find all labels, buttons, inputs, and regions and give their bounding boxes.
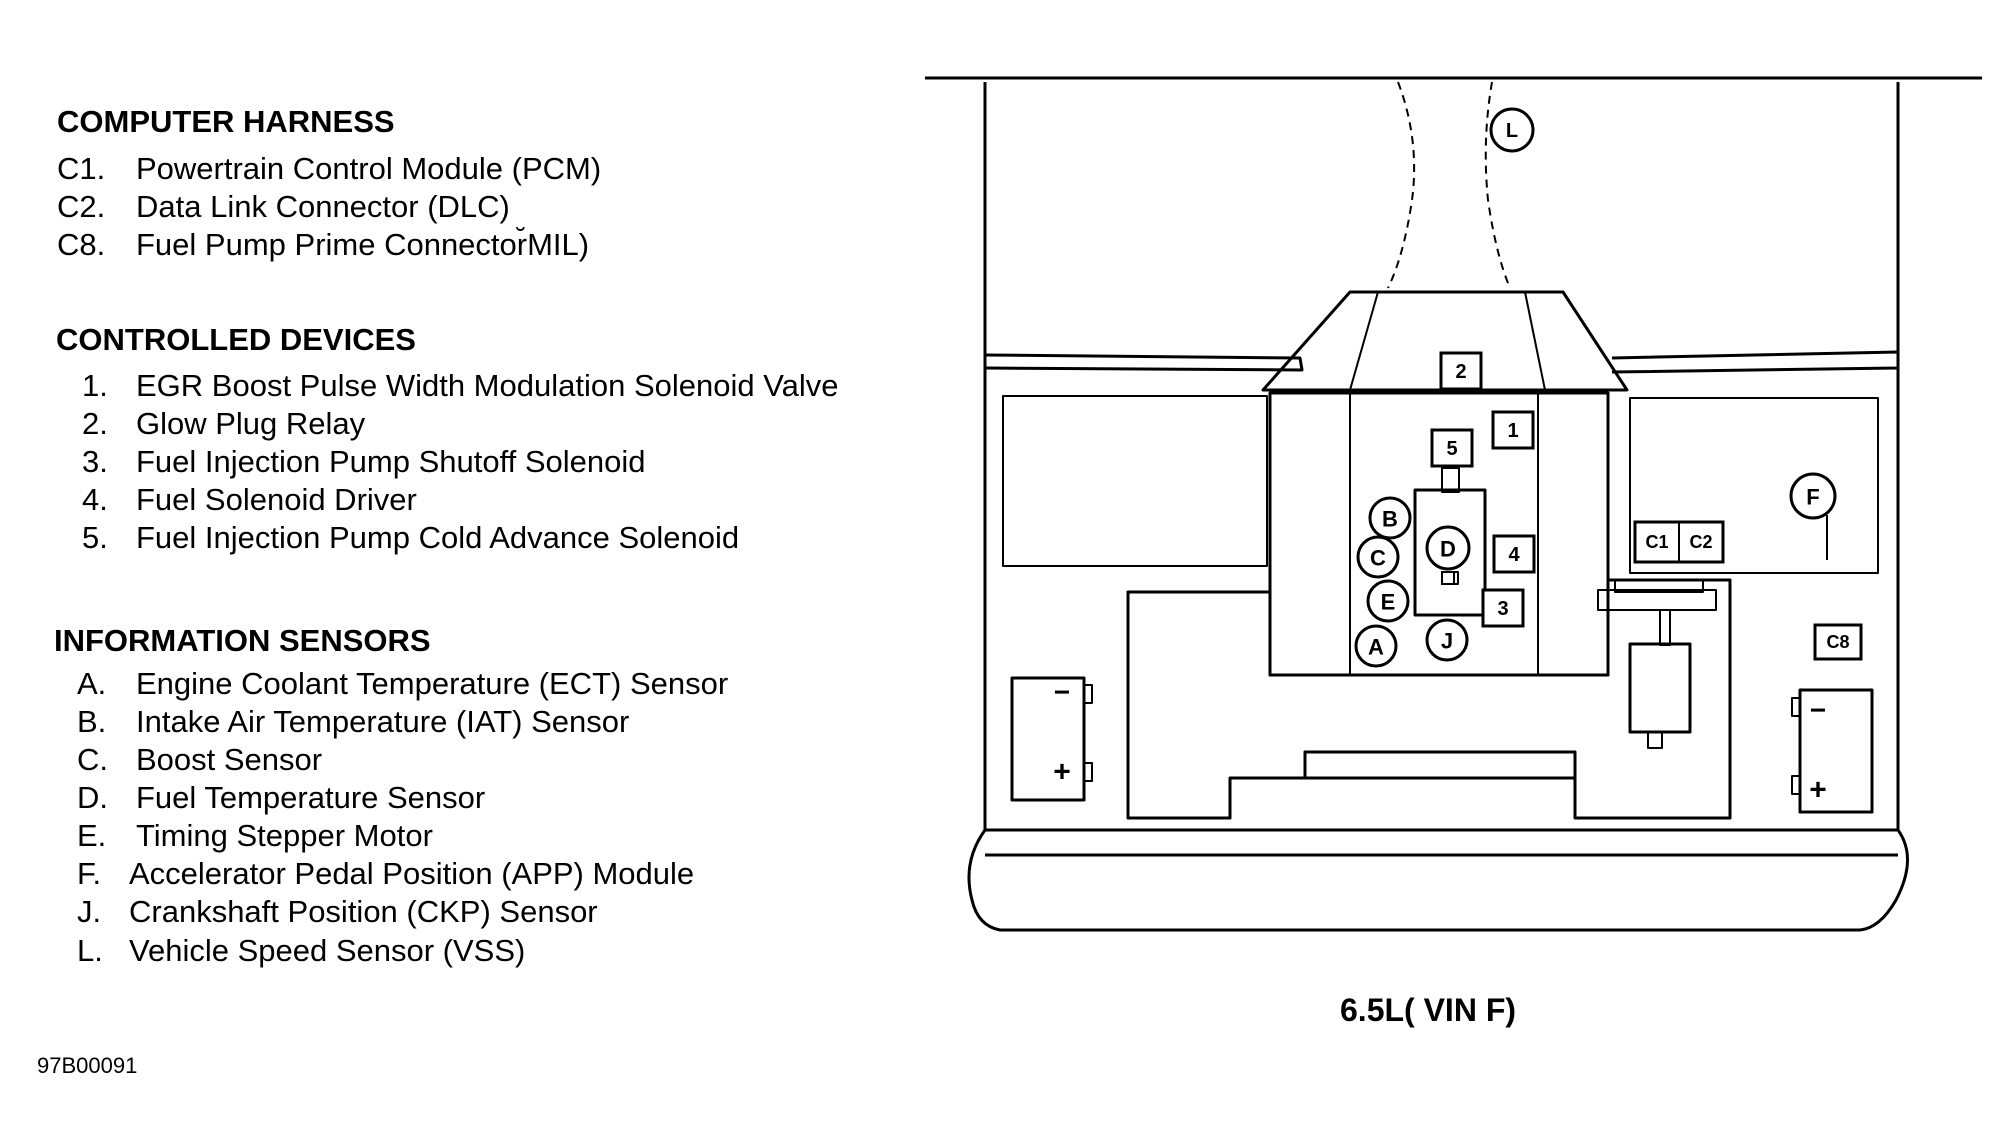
engine-top-left-edge <box>1349 291 1379 391</box>
connector-c8-marker <box>1813 623 1863 661</box>
right-battery-terminal-pos <box>1791 775 1801 795</box>
device-3-label: 3 <box>1497 598 1508 620</box>
sensor-a-label: A <box>1368 635 1384 660</box>
left-inner-ledge <box>984 353 1304 372</box>
legend-code: D. <box>77 780 108 815</box>
device-2-marker <box>1439 351 1483 391</box>
sensor-j-marker <box>1425 618 1469 662</box>
engine-top-right-edge <box>1524 291 1546 391</box>
sensor-e-label: E <box>1381 590 1396 615</box>
legend-text: Engine Coolant Temperature (ECT) Sensor <box>136 666 729 701</box>
left-battery-terminal-neg <box>1083 684 1093 704</box>
sensor-l-label: L <box>1506 120 1518 142</box>
legend-text: Glow Plug Relay <box>136 406 366 441</box>
sensor-b-marker <box>1368 496 1412 540</box>
device-1-marker <box>1491 410 1535 450</box>
legend-text: Fuel Pump Prime Connector̆MIL) <box>136 227 590 262</box>
device-4-label: 4 <box>1508 544 1520 566</box>
sensor-f-marker <box>1789 472 1837 520</box>
legend-text: Timing Stepper Motor <box>136 818 433 853</box>
transmission-right-dash <box>1484 81 1511 289</box>
sensor-c-label: C <box>1370 546 1386 571</box>
legend-text: Fuel Temperature Sensor <box>136 780 486 815</box>
engine-top <box>1261 290 1629 392</box>
legend-code: C1. <box>57 151 106 186</box>
pcm-mount-post <box>1659 609 1671 646</box>
connector-c2-label: C2 <box>1689 532 1712 552</box>
device-2-label: 2 <box>1455 361 1466 383</box>
legend-code: F. <box>77 856 102 891</box>
legend-code: 1. <box>82 368 108 403</box>
legend-code: 2. <box>82 406 108 441</box>
right-battery-terminal-neg <box>1791 697 1801 717</box>
connector-c1-label: C1 <box>1645 532 1668 552</box>
right-inner-panel <box>1629 397 1879 574</box>
right-battery-minus: − <box>1810 695 1826 726</box>
legend-text: Crankshaft Position (CKP) Sensor <box>129 894 598 929</box>
front-bumper <box>967 828 1909 932</box>
legend-code: B. <box>77 704 107 739</box>
sensor-a-marker <box>1354 624 1398 668</box>
right-battery <box>1798 688 1874 814</box>
device-5-marker <box>1430 428 1474 468</box>
legend-code: 3. <box>82 444 108 479</box>
device-1-label: 1 <box>1507 420 1518 442</box>
left-battery <box>1010 676 1086 802</box>
sensor-j-label: J <box>1441 629 1453 654</box>
legend-code: L. <box>77 933 103 968</box>
injection-pump-neck <box>1441 467 1460 493</box>
legend-code: C. <box>77 742 108 777</box>
sensor-e-marker <box>1366 579 1410 623</box>
injection-pump <box>1413 488 1487 617</box>
sensor-c-marker <box>1356 535 1400 579</box>
computer-harness-heading: COMPUTER HARNESS <box>57 104 395 139</box>
left-battery-minus: − <box>1054 677 1070 708</box>
legend-code: C8. <box>57 227 106 262</box>
engine-caption: 6.5L( VIN F) <box>1340 992 1517 1028</box>
legend-text: Powertrain Control Module (PCM) <box>136 151 602 186</box>
legend-text: Boost Sensor <box>136 742 323 777</box>
legend-code: 4. <box>82 482 108 517</box>
radiator-cap-plate <box>1303 750 1577 778</box>
radiator-crossmember <box>1126 578 1732 820</box>
transmission-left-dash <box>1387 81 1416 289</box>
figure-id: 97B00091 <box>37 1053 138 1078</box>
pcm-bracket <box>1597 589 1717 611</box>
left-inner-panel <box>1002 395 1268 567</box>
legend-text: EGR Boost Pulse Width Modulation Solenoi… <box>136 368 839 403</box>
device-5-label: 5 <box>1446 438 1457 460</box>
left-battery-plus: + <box>1053 756 1071 789</box>
legend-text: Accelerator Pedal Position (APP) Module <box>129 856 695 891</box>
legend: COMPUTER HARNESS C1. Powertrain Control … <box>0 0 930 1142</box>
legend-code: 5. <box>82 520 108 555</box>
legend-code: C2. <box>57 189 106 224</box>
information-sensors-heading: INFORMATION SENSORS <box>54 623 431 658</box>
legend-text: Fuel Injection Pump Shutoff Solenoid <box>136 444 646 479</box>
connector-c8-label: C8 <box>1826 632 1849 652</box>
device-4-marker <box>1492 534 1536 574</box>
legend-code: J. <box>77 894 102 929</box>
pcm-module <box>1628 642 1692 734</box>
pcm-bracket-top <box>1614 579 1704 593</box>
legend-text: Intake Air Temperature (IAT) Sensor <box>136 704 630 739</box>
legend-code: A. <box>77 666 107 701</box>
sensor-d-stem <box>1441 571 1455 585</box>
pcm-module-stem <box>1647 731 1663 749</box>
left-battery-terminal-pos <box>1083 762 1093 782</box>
sensor-l-marker <box>1489 107 1535 153</box>
legend-text: Fuel Injection Pump Cold Advance Solenoi… <box>136 520 740 555</box>
controlled-devices-heading: CONTROLLED DEVICES <box>56 322 416 357</box>
legend-text: Vehicle Speed Sensor (VSS) <box>129 933 526 968</box>
legend-text: Fuel Solenoid Driver <box>136 482 417 517</box>
sensor-f-label: F <box>1806 485 1819 510</box>
sensor-b-label: B <box>1382 507 1398 532</box>
right-inner-ledge <box>1611 350 1900 374</box>
sensor-d-marker <box>1425 525 1471 571</box>
right-battery-plus: + <box>1809 774 1827 807</box>
legend-text: Data Link Connector (DLC) <box>136 189 510 224</box>
device-3-marker <box>1481 588 1525 628</box>
sensor-d-label: D <box>1440 537 1456 562</box>
legend-code: E. <box>77 818 107 853</box>
